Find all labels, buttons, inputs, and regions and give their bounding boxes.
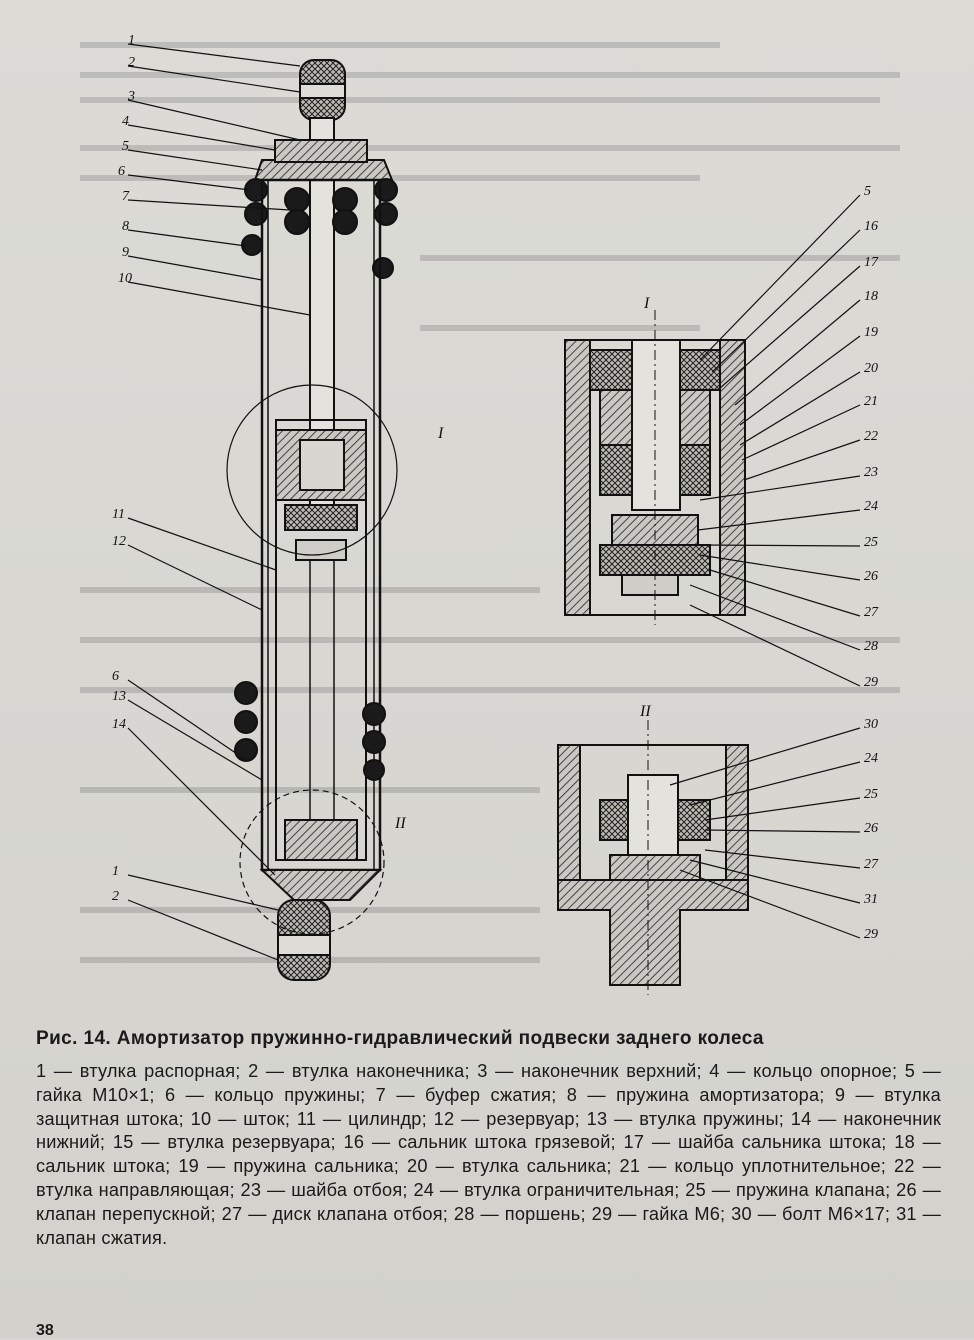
- label-detail1-23: 23: [864, 465, 878, 480]
- label-detail1-25: 25: [864, 535, 878, 550]
- label-main-2b: 2: [112, 889, 119, 904]
- label-detail1-17: 17: [864, 255, 879, 270]
- label-main-2: 2: [128, 55, 135, 70]
- label-detail1-24: 24: [864, 499, 878, 514]
- label-main-10: 10: [118, 271, 132, 286]
- label-main-9: 9: [122, 245, 129, 260]
- figure-caption: Рис. 14. Амортизатор пружинно-гидравличе…: [36, 1028, 764, 1049]
- label-detail1-18: 18: [864, 289, 878, 304]
- label-main-4: 4: [122, 114, 129, 129]
- label-detail2-29: 29: [864, 927, 878, 942]
- label-main-3: 3: [127, 89, 135, 104]
- label-main-6b: 6: [112, 669, 119, 684]
- callout-I-detail: I: [643, 295, 650, 312]
- label-detail1-21: 21: [864, 394, 878, 409]
- label-main-5: 5: [122, 139, 129, 154]
- figure-legend: 1 — втулка распорная; 2 — втулка наконеч…: [36, 1061, 941, 1248]
- label-main-13: 13: [112, 689, 126, 704]
- label-main-7: 7: [122, 189, 130, 204]
- label-detail2-26: 26: [864, 821, 878, 836]
- detail-II-drawing: [557, 720, 749, 995]
- label-main-1: 1: [128, 33, 135, 48]
- label-detail1-22: 22: [864, 429, 878, 444]
- label-main-12: 12: [112, 534, 126, 549]
- label-detail2-27: 27: [864, 857, 879, 872]
- label-main-14: 14: [112, 717, 126, 732]
- label-detail1-29: 29: [864, 675, 878, 690]
- label-detail1-27: 27: [864, 605, 879, 620]
- label-detail2-30: 30: [863, 717, 878, 732]
- callout-II-main: II: [394, 815, 406, 832]
- shock-absorber-figure: 1 2 3 4 5 6 7 8 9 10 11 12 6 13 14 1 2 5: [80, 33, 900, 995]
- label-detail1-19: 19: [864, 325, 878, 340]
- label-main-11: 11: [112, 507, 125, 522]
- callout-II-detail: II: [639, 703, 651, 720]
- label-detail1-20: 20: [864, 361, 878, 376]
- label-main-6: 6: [118, 164, 125, 179]
- label-detail1-16: 16: [864, 219, 878, 234]
- page-number: 38: [36, 1322, 54, 1339]
- label-detail1-28: 28: [864, 639, 878, 654]
- label-main-8: 8: [122, 219, 129, 234]
- label-detail1-5: 5: [864, 184, 871, 199]
- label-detail2-31: 31: [863, 892, 878, 907]
- label-detail1-26: 26: [864, 569, 878, 584]
- detail-I-drawing: [564, 310, 746, 625]
- label-detail2-24: 24: [864, 751, 878, 766]
- main-assembly-drawing: [226, 59, 398, 981]
- callout-I-main: I: [437, 425, 444, 442]
- label-detail2-25: 25: [864, 787, 878, 802]
- label-main-1b: 1: [112, 864, 119, 879]
